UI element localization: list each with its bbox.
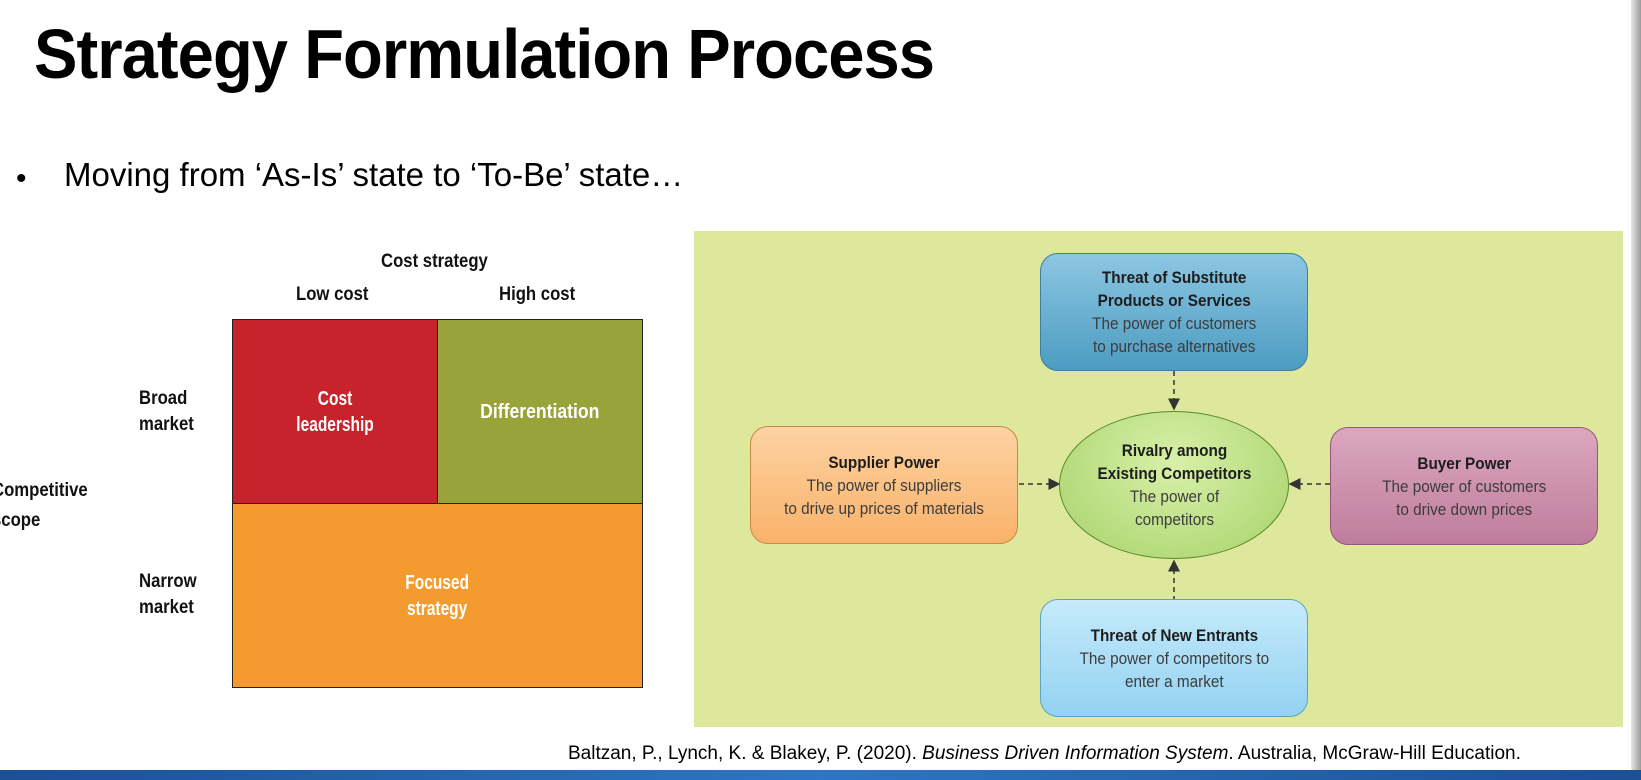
rivalry-among-competitors-ellipse: Rivalry among Existing Competitors The p…	[1059, 411, 1289, 559]
citation: Baltzan, P., Lynch, K. & Blakey, P. (202…	[568, 743, 1521, 765]
focused-strategy-cell: Focused strategy	[232, 503, 643, 688]
differentiation-label: Differentiation	[480, 401, 600, 423]
threat-of-substitutes-title-line1: Threat of Substitute	[1101, 268, 1247, 287]
threat-of-substitutes-title-line2: Products or Services	[1097, 291, 1251, 310]
focused-strategy-label-line2: strategy	[407, 597, 468, 620]
force-connectors	[1019, 371, 1330, 601]
supplier-power-box: Supplier Power The power of suppliers to…	[750, 426, 1018, 544]
differentiation-cell: Differentiation	[437, 319, 643, 505]
competitive-scope-axis-title-line2: scope	[0, 510, 41, 531]
buyer-power-desc-line1: The power of customers	[1381, 476, 1547, 496]
focused-strategy-label-line1: Focused	[405, 571, 470, 594]
supplier-power-title: Supplier Power	[828, 452, 940, 472]
cost-leadership-label-line2: leadership	[296, 414, 374, 436]
rivalry-title-line1: Rivalry among	[1121, 441, 1227, 460]
row-label-narrow-line1: Narrow	[139, 571, 197, 592]
citation-authors: Baltzan, P., Lynch, K. & Blakey, P. (202…	[568, 743, 923, 764]
rivalry-desc-line1: The power of	[1129, 487, 1219, 506]
bullet-icon: •	[16, 162, 27, 195]
cost-strategy-axis-title: Cost strategy	[381, 251, 488, 272]
competitive-scope-axis-title-line1: Competitive	[0, 480, 88, 501]
citation-publisher: . Australia, McGraw-Hill Education.	[1228, 743, 1521, 764]
column-label-low-cost: Low cost	[296, 284, 369, 305]
slide-title: Strategy Formulation Process	[34, 15, 935, 93]
buyer-power-title: Buyer Power	[1417, 453, 1511, 473]
cost-leadership-label-line1: Cost	[317, 388, 353, 410]
buyer-power-box: Buyer Power The power of customers to dr…	[1330, 427, 1598, 545]
rivalry-desc-line2: competitors	[1134, 510, 1214, 529]
cost-leadership-cell: Cost leadership	[232, 319, 438, 505]
bullet-text: Moving from ‘As-Is’ state to ‘To-Be’ sta…	[64, 156, 684, 193]
row-label-broad-line1: Broad	[139, 388, 188, 409]
supplier-power-desc-line1: The power of suppliers	[806, 475, 962, 495]
row-label-narrow-line2: market	[139, 597, 194, 618]
threat-of-substitutes-desc-line2: to purchase alternatives	[1092, 337, 1256, 356]
threat-of-new-entrants-desc-line2: enter a market	[1124, 671, 1224, 691]
row-label-broad-line2: market	[139, 414, 194, 435]
column-label-high-cost: High cost	[499, 284, 576, 305]
threat-of-substitutes-box: Threat of Substitute Products or Service…	[1040, 253, 1308, 371]
buyer-power-desc-line2: to drive down prices	[1395, 499, 1533, 519]
threat-of-substitutes-desc-line1: The power of customers	[1091, 314, 1257, 333]
rivalry-title-line2: Existing Competitors	[1097, 464, 1251, 483]
five-forces-diagram: Threat of Substitute Products or Service…	[694, 231, 1623, 727]
citation-book-title: Business Driven Information System	[922, 743, 1229, 764]
threat-of-new-entrants-desc-line1: The power of competitors to	[1079, 648, 1269, 668]
supplier-power-desc-line2: to drive up prices of materials	[784, 498, 984, 518]
slide-right-edge	[1631, 0, 1641, 770]
threat-of-new-entrants-title: Threat of New Entrants	[1090, 625, 1258, 645]
threat-of-new-entrants-box: Threat of New Entrants The power of comp…	[1040, 599, 1308, 717]
slide-bottom-bar	[0, 770, 1641, 780]
